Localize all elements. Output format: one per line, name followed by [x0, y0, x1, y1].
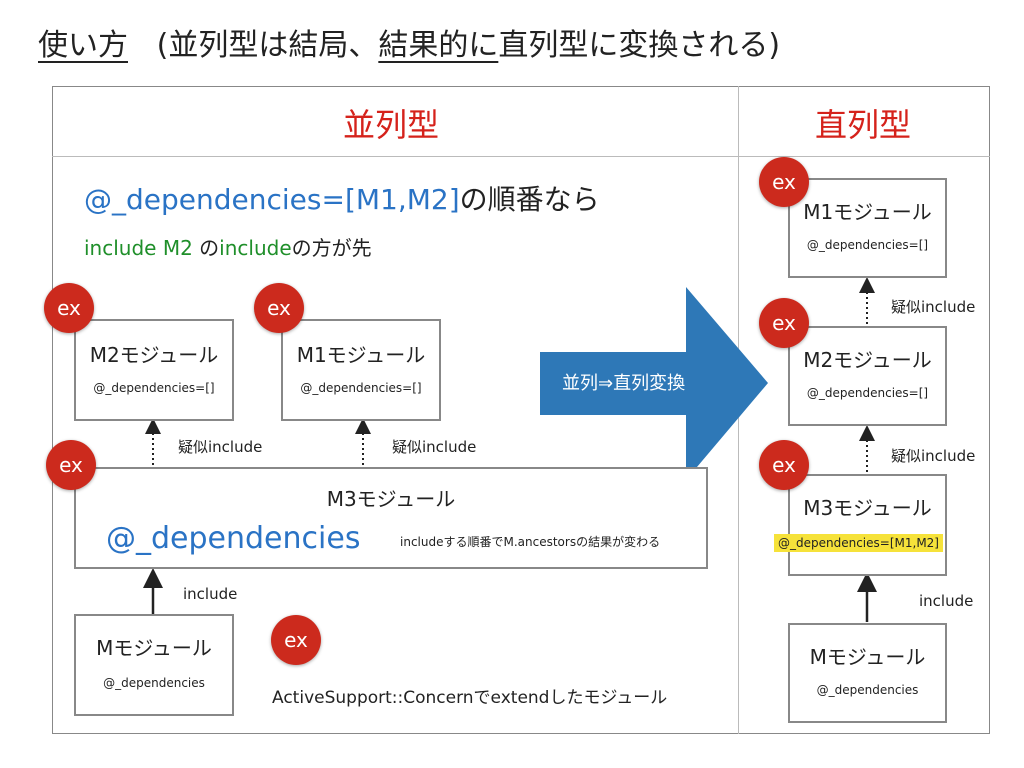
include-order-note-a: include M2	[84, 236, 193, 260]
module-box-m-right: Mモジュール @_dependencies	[788, 623, 947, 723]
module-deps: @_dependencies=[]	[806, 386, 929, 400]
module-box-m3-left: M3モジュール @_dependencies includeする順番でM.anc…	[74, 467, 708, 569]
order-note: @_dependencies=[M1,M2]の順番なら	[84, 178, 600, 218]
module-name: M1モジュール	[803, 200, 932, 224]
module-deps-highlight: @_dependencies=[M1,M2]	[774, 532, 943, 552]
module-box-m1-left: M1モジュール @_dependencies=[]	[281, 319, 441, 421]
ex-badge-m3-right: ex	[759, 440, 809, 490]
module-name: M2モジュール	[803, 348, 932, 372]
include-label-left: include	[183, 585, 238, 603]
column-header-parallel: 並列型	[343, 106, 440, 144]
module-name: M3モジュール	[803, 496, 932, 520]
module-name: M1モジュール	[296, 343, 426, 367]
column-header-serial: 直列型	[815, 106, 912, 144]
highlighted-deps: @_dependencies=[M1,M2]	[774, 534, 943, 552]
page-title: 使い方 (並列型は結局、結果的に直列型に変換される)	[38, 20, 780, 64]
module-box-m2-right: M2モジュール @_dependencies=[]	[788, 326, 947, 426]
module-box-m3-right: M3モジュール @_dependencies=[M1,M2]	[774, 474, 947, 576]
pseudo-include-label-2: 疑似include	[392, 438, 477, 456]
ex-badge-m1-right: ex	[759, 157, 809, 207]
module-deps: @_dependencies=[]	[300, 381, 422, 395]
order-note-suffix: の順番なら	[459, 183, 600, 216]
module-deps: @_dependencies=[]	[806, 238, 929, 252]
pseudo-include-label-right-1: 疑似include	[891, 298, 976, 316]
module-deps: @_dependencies=[]	[93, 381, 215, 395]
title-part4: 直列型に変換される)	[498, 28, 781, 63]
order-note-deps: @_dependencies=[M1,M2]	[84, 183, 460, 216]
ex-badge-m2-right: ex	[759, 298, 809, 348]
conversion-arrow	[540, 287, 768, 480]
pseudo-include-label-1: 疑似include	[178, 438, 263, 456]
title-part2: (並列型は結局、	[156, 28, 379, 63]
module-name: Mモジュール	[96, 636, 212, 660]
module-name: M2モジュール	[89, 343, 219, 367]
title-part3: 結果的に	[378, 28, 499, 63]
title-usage: 使い方	[38, 28, 128, 63]
module-box-m1-right: M1モジュール @_dependencies=[]	[788, 178, 947, 278]
include-order-note-b: の	[199, 236, 220, 260]
include-order-note: include M2 のincludeの方が先	[84, 232, 372, 261]
ex-badge-m3-left: ex	[46, 440, 96, 490]
ex-badge-concern-legend: ex	[271, 615, 321, 665]
include-label-right: include	[919, 592, 974, 610]
module-box-m2-left: M2モジュール @_dependencies=[]	[74, 319, 234, 421]
header-divider	[52, 156, 990, 157]
module-name: Mモジュール	[809, 645, 926, 669]
module-deps: @_dependencies	[816, 683, 919, 697]
ex-badge-m1-left: ex	[254, 283, 304, 333]
include-order-note-d: の方が先	[291, 236, 372, 260]
pseudo-include-label-right-2: 疑似include	[891, 447, 976, 465]
ex-badge-m2-left: ex	[44, 283, 94, 333]
ancestors-note: includeする順番でM.ancestorsの結果が変わる	[400, 535, 661, 549]
concern-note: ActiveSupport::Concernでextendしたモジュール	[272, 688, 668, 708]
diagram-frame	[52, 86, 990, 734]
include-order-note-c: include	[219, 236, 292, 260]
module-name: M3モジュール	[326, 487, 456, 511]
module-deps: @_dependencies	[103, 676, 205, 690]
module-box-m-left: Mモジュール @_dependencies	[74, 614, 234, 716]
module-deps-large: @_dependencies	[106, 521, 361, 556]
conversion-arrow-label: 並列⇒直列変換	[562, 373, 686, 394]
